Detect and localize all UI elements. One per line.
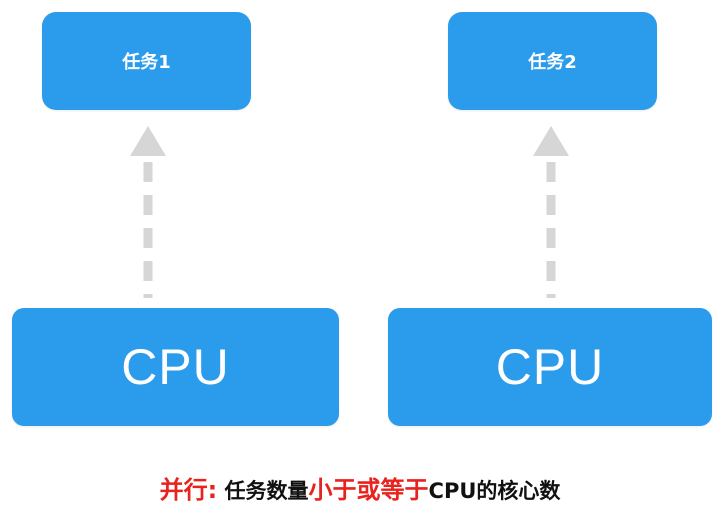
- caption-text-1: 任务数量: [217, 479, 309, 503]
- task-1-label: 任务1: [122, 52, 171, 73]
- task-2-box: 任务2: [448, 12, 657, 110]
- cpu-2-label: CPU: [495, 339, 605, 395]
- dashed-arrow-2: [533, 126, 569, 298]
- cpu-1-box: CPU: [12, 308, 339, 426]
- task-1-box: 任务1: [42, 12, 251, 110]
- caption-text-2: CPU的核心数: [428, 479, 561, 503]
- caption-emphasis: 小于或等于: [308, 476, 429, 504]
- caption: 并行: 任务数量小于或等于CPU的核心数: [0, 470, 720, 505]
- task-2-label: 任务2: [528, 52, 577, 73]
- caption-term: 并行:: [159, 476, 218, 504]
- cpu-2-box: CPU: [388, 308, 712, 426]
- dashed-arrow-1: [130, 126, 166, 298]
- cpu-1-label: CPU: [121, 339, 230, 395]
